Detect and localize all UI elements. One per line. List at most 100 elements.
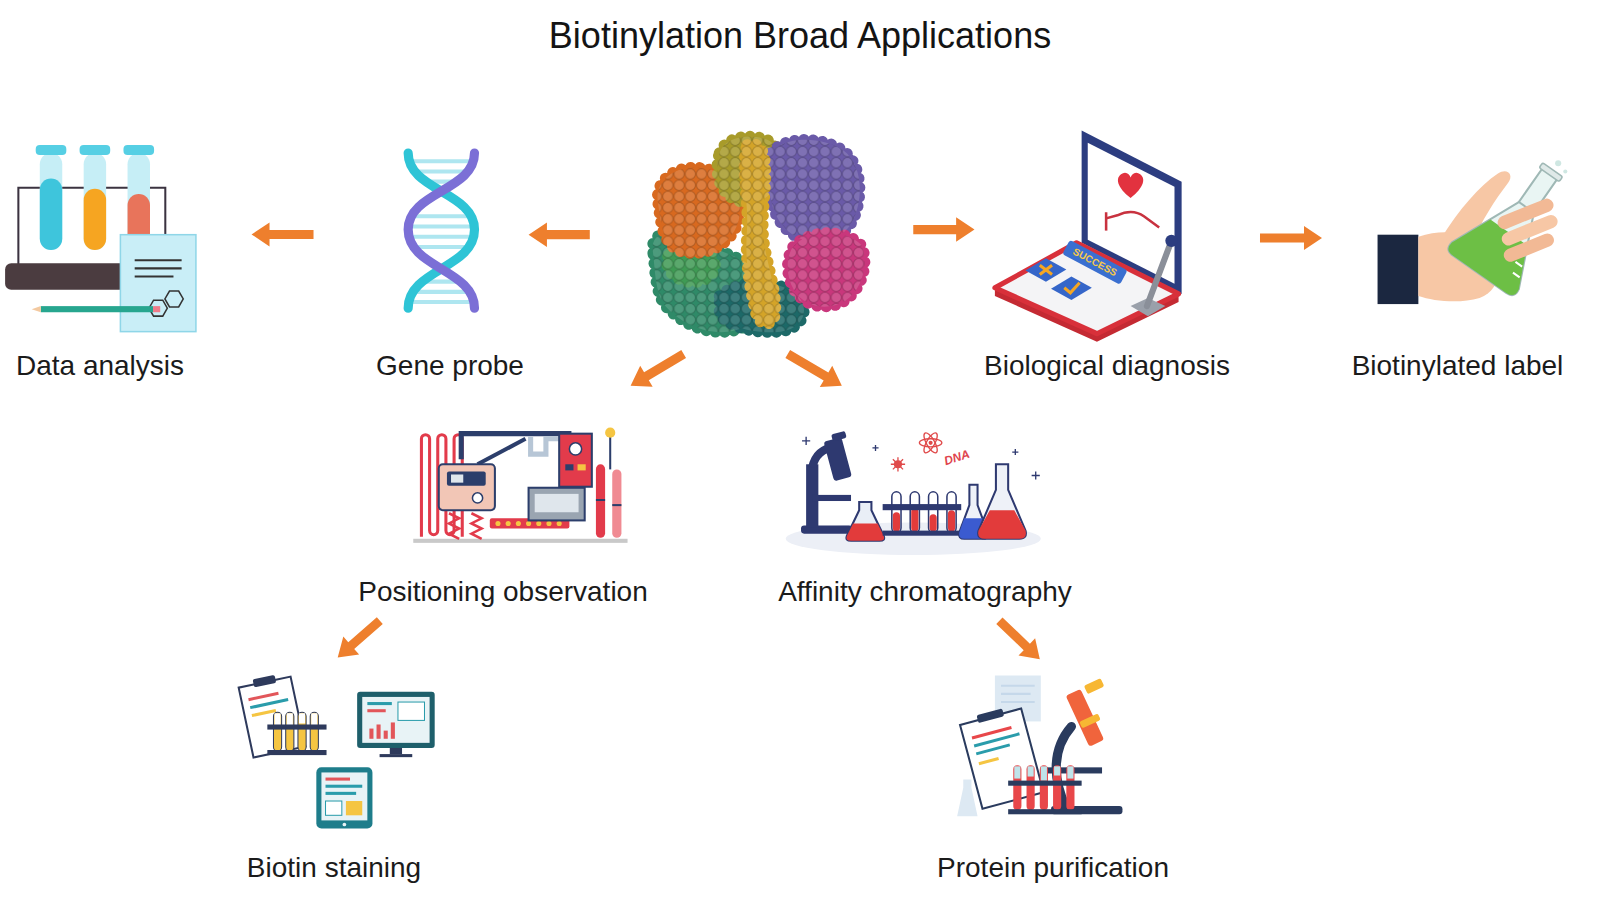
diagnosis-device-icon-part	[1147, 241, 1171, 306]
application-node: Positioning observation	[338, 418, 668, 608]
machine-icon	[413, 428, 627, 543]
diagnosis-device-icon-part	[1062, 240, 1127, 285]
screens-icon-part	[346, 801, 362, 815]
hand-flask-icon-part	[1563, 169, 1567, 173]
lab-equipment-icon-part	[978, 464, 1026, 538]
lab-equipment-icon-part-part	[891, 457, 905, 471]
lab-equipment-icon-part-part	[930, 514, 937, 531]
screens-icon-part	[398, 702, 425, 720]
screens-icon-part	[267, 750, 326, 755]
microscope-icon-part	[1001, 686, 1035, 702]
diagnosis-device-icon-part	[1105, 212, 1108, 230]
application-label: Biotin staining	[247, 852, 421, 884]
lab-equipment-icon-part-part	[893, 512, 900, 531]
lab-equipment-icon-part-part	[921, 431, 939, 455]
machine-icon-part-part	[506, 521, 511, 526]
test-tube-icon-part	[41, 306, 153, 312]
dna-helix-icon-part-part	[408, 224, 474, 228]
icon-text: SUCCESS	[1071, 246, 1119, 278]
application-label: Positioning observation	[358, 576, 648, 608]
test-tube-icon-part	[135, 267, 182, 269]
lab-equipment-icon-part	[846, 502, 884, 541]
microscope-icon-part-part	[978, 757, 999, 765]
protein-structure	[643, 128, 873, 342]
dna-helix-icon-part-part	[414, 290, 468, 294]
machine-icon-part	[478, 439, 526, 465]
application-label: Protein purification	[937, 852, 1169, 884]
test-tube-icon-part	[84, 153, 106, 250]
dna-helix-icon	[408, 153, 474, 308]
lab-equipment-icon-part	[892, 492, 956, 533]
application-label: Biological diagnosis	[984, 350, 1230, 382]
lab-equipment-icon-part	[893, 508, 955, 531]
microscope-icon-part	[1013, 765, 1074, 810]
lab-equipment-icon-part	[978, 510, 1026, 539]
machine-icon-part	[471, 513, 481, 539]
title-box: Biotinylation Broad Applications	[0, 14, 1600, 58]
lab-equipment-icon-part-part	[892, 492, 901, 533]
screens-icon-part-part	[369, 729, 373, 739]
screens-icon-part	[369, 722, 395, 738]
screens-icon-part	[326, 801, 342, 815]
lab-equipment-icon-part-part	[947, 492, 956, 533]
test-tube-icon-part	[165, 291, 183, 307]
diagram-title: Biotinylation Broad Applications	[0, 14, 1600, 58]
screens-icon-part	[362, 697, 429, 743]
illustration-part	[5, 128, 1586, 829]
microscope-icon-part	[1066, 689, 1105, 747]
lab-equipment-icon-part	[894, 460, 902, 468]
application-label: Gene probe	[376, 350, 524, 382]
lab-equipment-icon-part-part	[1032, 471, 1040, 479]
protein-arrow-part	[529, 222, 590, 246]
lab-equipment-icon-part-part	[910, 492, 919, 533]
microscope-icon-part-part	[1040, 765, 1048, 810]
diagnosis-device-icon	[995, 131, 1182, 342]
screens-icon-part-part	[274, 713, 280, 725]
lab-equipment-icon-part-part	[929, 492, 938, 533]
screens-icon-part-part	[252, 709, 277, 717]
screens-icon-part-part	[384, 731, 388, 739]
application-node: Biological diagnosis	[967, 128, 1247, 382]
screens-icon-part	[321, 772, 367, 820]
screens-icon-part-part	[286, 712, 294, 751]
application-node: Biotinylated label	[1335, 140, 1580, 382]
screens-icon-part-part	[239, 677, 306, 758]
screens-icon-part-part	[391, 722, 395, 738]
diagnosis-device-icon-part	[1106, 212, 1159, 228]
test-tube-icon	[5, 145, 196, 332]
flow-arrow	[252, 222, 314, 246]
protein-arrow-part	[913, 217, 974, 241]
dna-helix-icon-part-part	[416, 245, 466, 249]
dna-helix-icon-part-part	[418, 169, 464, 173]
lab-equipment-icon-part-part	[948, 510, 955, 531]
machine-icon-part	[565, 464, 573, 470]
screens-icon-part	[343, 823, 347, 827]
machine-icon-part	[531, 437, 560, 454]
icon-text-box: DNA	[943, 448, 972, 469]
microscope-icon-part-part	[1053, 765, 1061, 810]
application-node: Gene probe	[370, 140, 530, 382]
machine-icon-part-part	[557, 521, 562, 526]
lab-equipment-icon-part	[824, 437, 852, 481]
machine-icon-part-part	[526, 521, 531, 526]
microscope-icon-part-part	[974, 732, 1020, 747]
test-tube-icon-part	[40, 179, 62, 250]
microscope-icon-part-part	[1013, 765, 1021, 810]
microscope-icon-part-part	[1054, 766, 1060, 775]
lab-equipment-icon-part-part	[921, 431, 939, 455]
microscope-icon-part	[1008, 809, 1081, 814]
test-tube-icon-part	[120, 235, 196, 332]
test-tube-icon-part	[32, 306, 41, 312]
machine-icon-part	[472, 493, 482, 503]
lab-equipment-icon-part	[812, 495, 851, 501]
microscope-icon-part	[1079, 713, 1101, 728]
flow-arrow	[996, 617, 1040, 659]
microscope-icon-part	[1084, 678, 1105, 694]
screens-icon-part	[367, 709, 385, 712]
screens-icon	[238, 672, 435, 829]
lab-equipment-icon-part	[883, 504, 962, 510]
test-tube-icon-part	[36, 145, 67, 155]
test-tube-icon-part	[123, 145, 154, 155]
machine-icon-part	[612, 504, 621, 506]
lab-equipment-icon-part-part	[872, 445, 878, 451]
